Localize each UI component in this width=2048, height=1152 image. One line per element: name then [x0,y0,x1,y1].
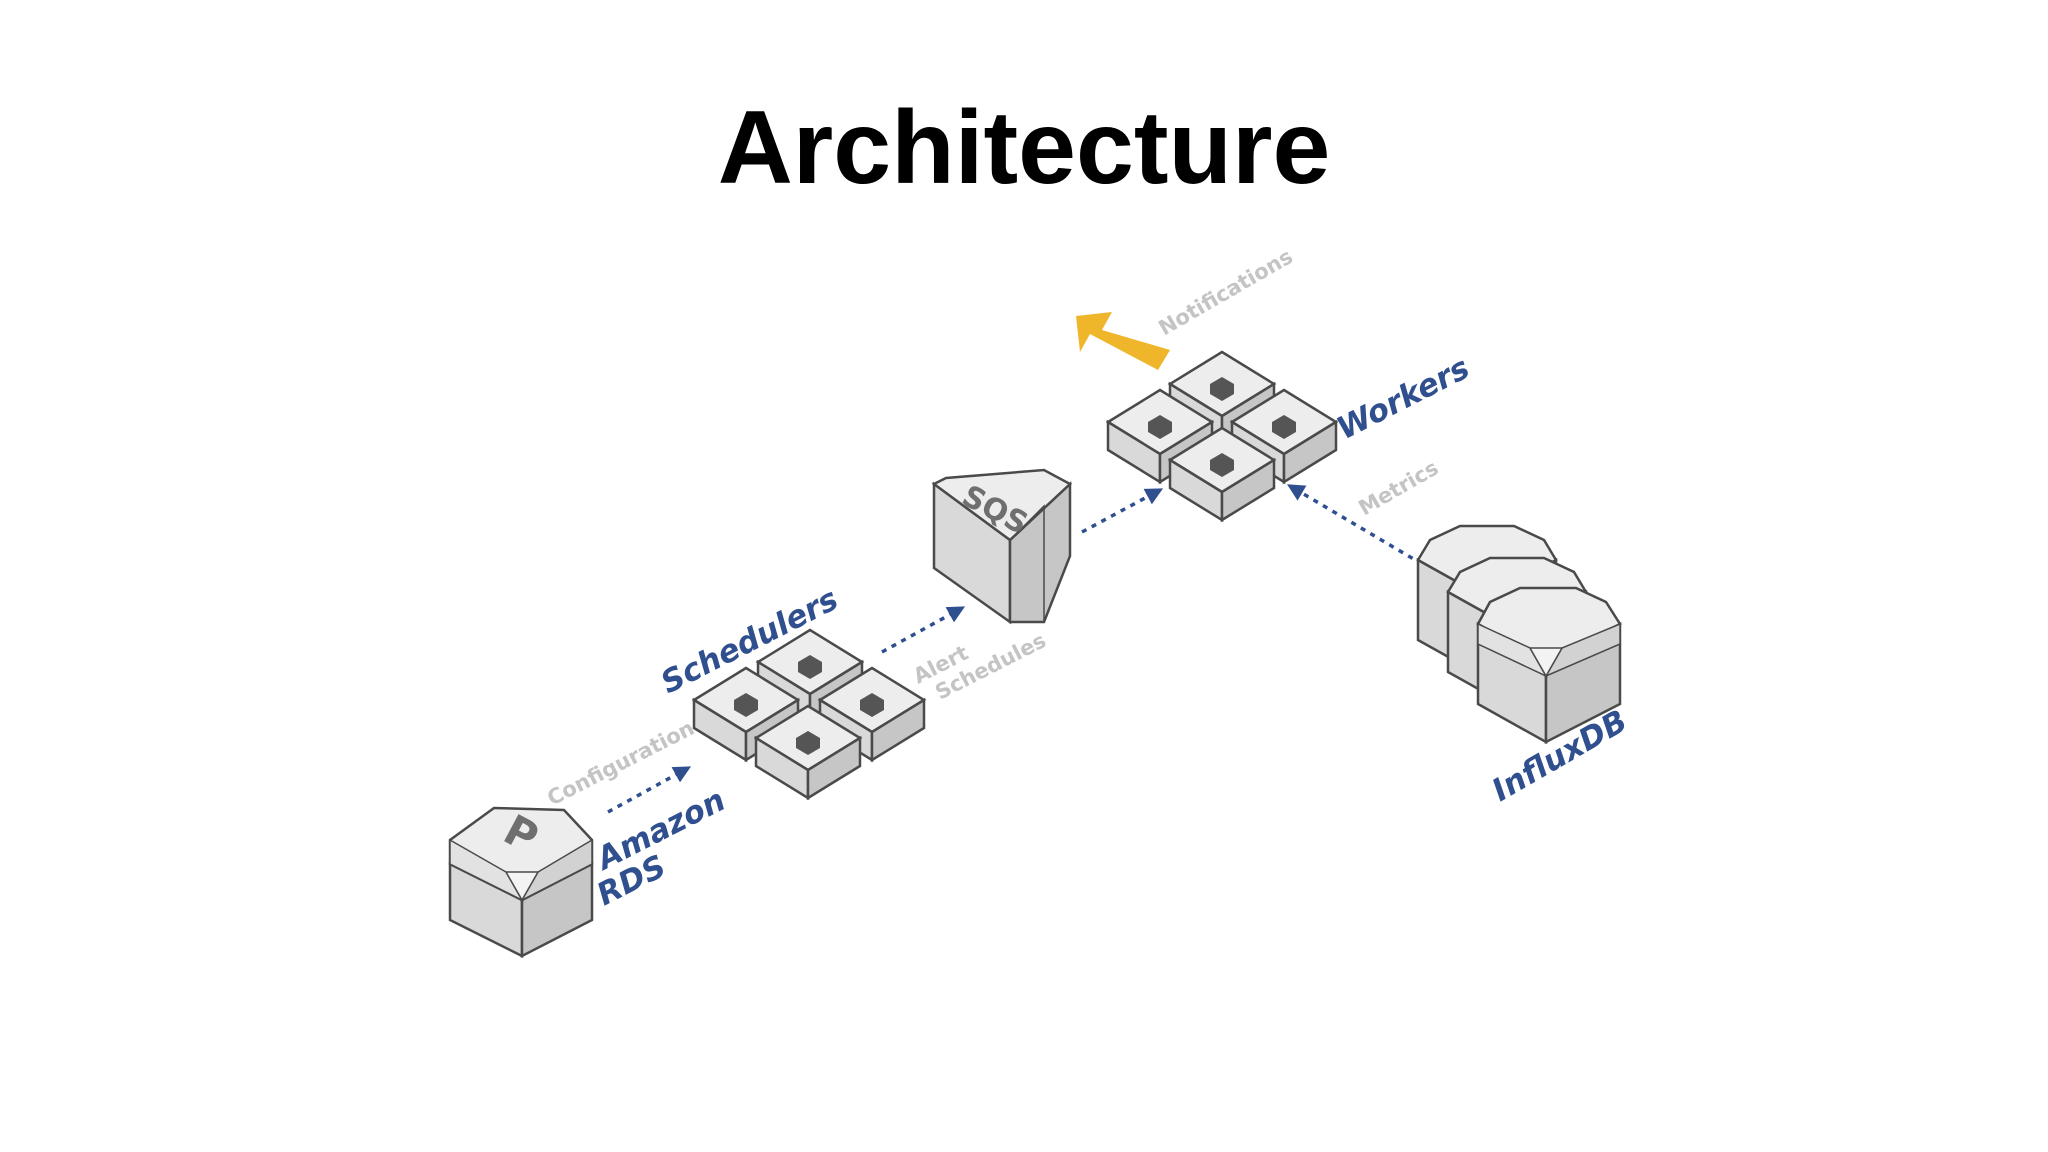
sqs-node: SQS [931,468,1073,625]
scheduler-server-front [753,704,863,801]
slide-title: Architecture [717,90,1331,206]
workers-cluster: Workers [1105,350,1475,523]
metrics-flow: Metrics [1286,456,1443,566]
postgres-icon: P [448,805,594,959]
influxdb-instance-front [1476,586,1622,745]
configuration-label: Configuration [543,716,698,811]
metrics-arrow [1286,484,1423,566]
worker-server-front [1167,426,1277,523]
influxdb-node: InfluxDB [1416,524,1633,809]
rds-node: P Amazon RDS [448,782,731,959]
schedulers-cluster: Schedulers [655,581,927,801]
notification-arrow [1076,312,1170,370]
queue-icon: SQS [931,468,1073,625]
sqs-to-workers-arrow [1081,488,1164,534]
metrics-label: Metrics [1355,456,1443,521]
notifications-label: Notifications [1155,244,1297,340]
server-cluster-icon [1105,350,1339,523]
database-icon [1416,524,1622,745]
configuration-flow: Configuration [543,716,698,814]
configuration-arrow [607,766,692,814]
workers-label: Workers [1331,350,1475,447]
server-cluster-icon [691,628,927,801]
alert-schedules-arrow [881,606,966,654]
notifications-flow: Notifications [1076,244,1297,370]
